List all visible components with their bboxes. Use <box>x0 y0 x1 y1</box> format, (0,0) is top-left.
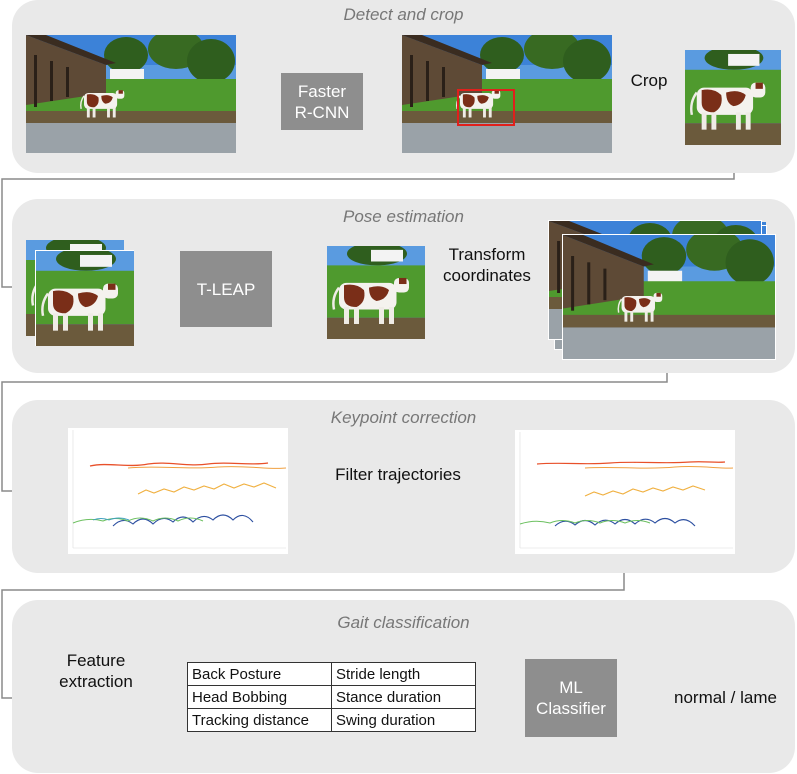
transform-coordinates-label: Transform coordinates <box>443 245 531 285</box>
feature-cell: Tracking distance <box>187 708 332 732</box>
panel-title: Pose estimation <box>343 207 464 226</box>
head-trajectory-red <box>89 462 269 467</box>
feature-cell: Swing duration <box>331 708 476 732</box>
input-frame-photo <box>26 35 236 153</box>
feature-cell: Stride length <box>331 662 476 686</box>
filter-trajectories-label: Filter trajectories <box>335 465 461 484</box>
back-trajectory-orange <box>584 485 706 497</box>
hoof-trajectory-teal <box>92 517 130 521</box>
faster-rcnn-box: Faster R-CNN <box>281 73 363 130</box>
transformed-frame-photo <box>562 234 776 360</box>
crop-stack-front-photo <box>35 250 134 346</box>
detection-frame-photo <box>402 35 612 153</box>
head-trajectory-orange <box>584 465 734 469</box>
cropped-cow-photo <box>685 50 781 145</box>
filtered-trajectory-plot <box>515 430 735 554</box>
hoof-trajectory-blue <box>554 517 696 527</box>
feature-cell: Stance duration <box>331 685 476 709</box>
pose-output-photo <box>327 246 425 339</box>
panel-title: Gait classification <box>337 613 470 632</box>
feature-extraction-label: Feature extraction <box>59 651 133 691</box>
crop-label: Crop <box>630 71 668 90</box>
feature-cell: Back Posture <box>187 662 332 686</box>
table-row: Back Posture Stride length <box>187 662 476 686</box>
hoof-trajectory-green <box>519 520 651 525</box>
table-row: Tracking distance Swing duration <box>187 708 476 732</box>
detection-bounding-box <box>457 89 515 126</box>
head-trajectory-orange <box>127 466 287 469</box>
back-trajectory-orange <box>137 482 277 495</box>
raw-trajectory-plot <box>68 428 288 554</box>
t-leap-box: T-LEAP <box>180 251 272 327</box>
table-row: Head Bobbing Stance duration <box>187 685 476 709</box>
head-trajectory-red <box>536 461 726 465</box>
panel-title: Keypoint correction <box>330 408 477 427</box>
hoof-trajectory-green <box>72 517 204 524</box>
ml-classifier-box: ML Classifier <box>525 659 617 737</box>
panel-title: Detect and crop <box>343 5 464 24</box>
classification-output-label: normal / lame <box>674 688 777 707</box>
gait-features-table: Back Posture Stride length Head Bobbing … <box>187 662 476 732</box>
hoof-trajectory-blue <box>112 514 254 527</box>
feature-cell: Head Bobbing <box>187 685 332 709</box>
